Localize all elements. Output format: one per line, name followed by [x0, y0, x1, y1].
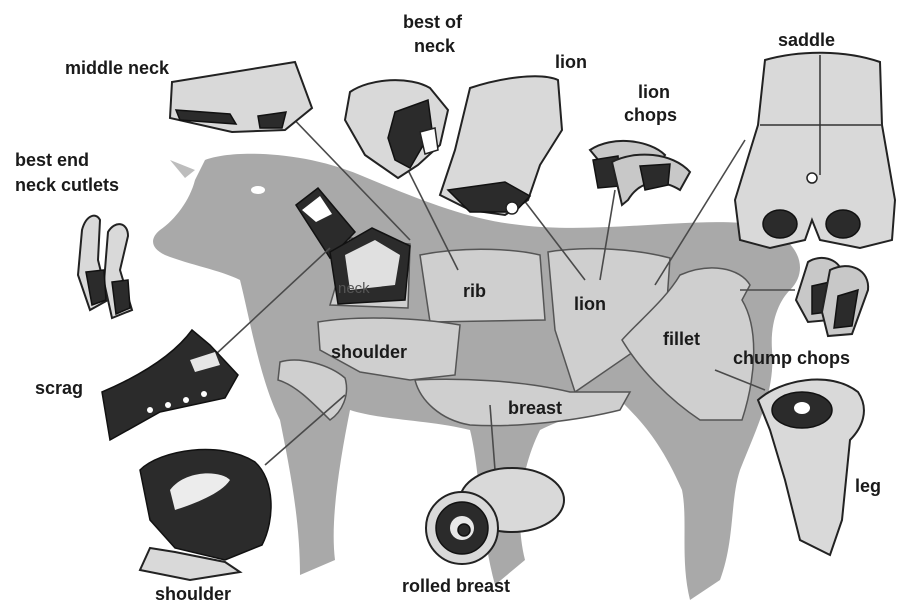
lion-chops-piece: [590, 141, 690, 205]
lamb-ear: [170, 160, 195, 178]
label-best-end-line2: neck cutlets: [15, 175, 119, 195]
best-end-neck-cutlets-piece: [78, 216, 132, 318]
label-chump-chops: chump chops: [733, 348, 850, 368]
label-lion-top: lion: [555, 52, 587, 72]
label-scrag: scrag: [35, 378, 83, 398]
lion-top-piece: [440, 76, 562, 215]
chump-chops-piece: [796, 258, 868, 336]
label-saddle: saddle: [778, 30, 835, 50]
label-fillet: fillet: [663, 329, 700, 349]
shoulder-bottom-piece: [140, 450, 271, 580]
label-breast: breast: [508, 398, 562, 418]
label-rolled-breast: rolled breast: [402, 576, 510, 596]
label-lion-chops-line2: chops: [624, 105, 677, 125]
label-leg: leg: [855, 476, 881, 496]
lamb-eye: [251, 186, 265, 194]
label-neck-faint: neck: [338, 280, 370, 297]
label-shoulder-body: shoulder: [331, 342, 407, 362]
best-of-neck-piece: [345, 80, 448, 178]
scrag-piece: [102, 330, 238, 440]
middle-neck-piece: [170, 62, 312, 132]
label-middle-neck: middle neck: [65, 58, 170, 78]
leg-piece: [758, 380, 864, 555]
label-best-of-neck-line1: best of: [403, 12, 463, 32]
label-shoulder-bottom: shoulder: [155, 584, 231, 604]
saddle-piece: [735, 53, 895, 248]
label-best-end-line1: best end: [15, 150, 89, 170]
label-lion-chops-line1: lion: [638, 82, 670, 102]
label-rib: rib: [463, 281, 486, 301]
label-best-of-neck-line2: neck: [414, 36, 456, 56]
label-lion-body: lion: [574, 294, 606, 314]
